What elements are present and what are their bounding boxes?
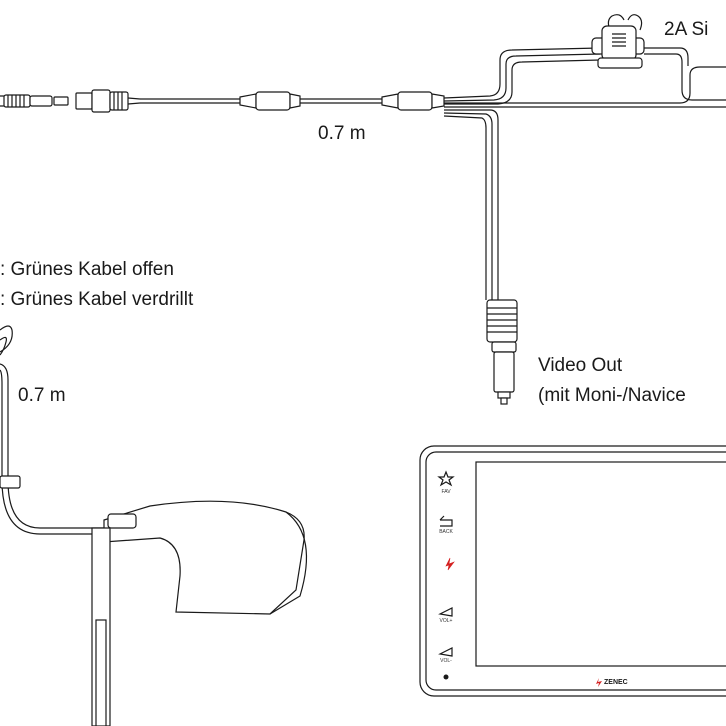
power-button[interactable] <box>443 674 449 680</box>
button-label-vol-up: VOL+ <box>440 618 453 624</box>
button-label-back: BACK <box>439 529 453 535</box>
volume-down-icon[interactable]: VOL- <box>438 647 453 664</box>
green-wire-open-label: : Grünes Kabel offen <box>0 259 174 280</box>
button-label-fav: FAV <box>441 489 451 495</box>
fuse-label: 2A Si <box>664 19 709 40</box>
button-label-vol-down: VOL- <box>440 658 452 664</box>
cable-main-1 <box>140 98 240 104</box>
fav-icon[interactable]: FAV <box>437 470 455 495</box>
zenec-logo: ZENEC <box>596 678 628 687</box>
left-plug-connector <box>0 94 69 108</box>
cable-main-2 <box>300 98 382 104</box>
cable-sleeve-1 <box>239 91 301 111</box>
camera-cable <box>0 363 112 535</box>
back-icon[interactable]: BACK <box>439 515 453 535</box>
brand-label: ZENEC <box>604 679 628 686</box>
green-wire-coil <box>0 325 13 356</box>
head-unit: FAV BACK VOL+ VOL- ZENEC <box>419 445 726 697</box>
green-wire-twisted-label: : Grünes Kabel verdrillt <box>0 289 194 310</box>
zenec-red-icon[interactable] <box>445 557 455 571</box>
inline-connector <box>75 89 141 113</box>
mounting-bracket <box>91 527 111 726</box>
cable-to-fuse <box>443 47 726 108</box>
video-out-note-label: (mit Moni-/Navice <box>538 385 686 406</box>
cable-length-top-label: 0.7 m <box>318 123 366 144</box>
cable-to-video-out <box>443 109 499 300</box>
cable-length-left-label: 0.7 m <box>18 385 66 406</box>
video-out-rca-plug <box>486 299 518 405</box>
cable-sleeve-2 <box>381 91 445 111</box>
volume-up-icon[interactable]: VOL+ <box>438 607 453 624</box>
camera-housing <box>103 500 307 615</box>
fuse-holder <box>591 14 726 101</box>
video-out-label: Video Out <box>538 355 623 376</box>
